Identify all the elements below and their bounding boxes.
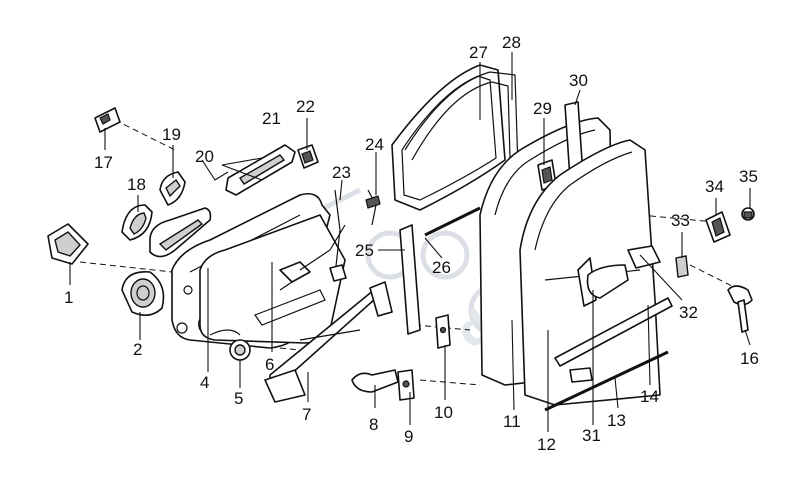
part-19-inner-handle	[159, 171, 186, 206]
part-1-mirror-base	[47, 223, 89, 265]
part-35-bolt	[741, 207, 755, 221]
label-part-24: 24	[365, 135, 384, 154]
part-14-side-molding	[554, 297, 673, 367]
label-part-28: 28	[502, 33, 521, 52]
part-13-lower-seal	[544, 350, 669, 412]
part-21-trim-strip	[225, 144, 296, 196]
part-16-key-cylinder	[727, 285, 753, 333]
label-part-31: 31	[582, 426, 601, 445]
part-9-striker	[397, 369, 415, 401]
label-part-10: 10	[434, 403, 453, 422]
label-part-16: 16	[740, 349, 759, 368]
part-number-labels: 1 2 4 5 6 7 8 9 10 11 12 13 14 16 17 18 …	[64, 33, 759, 454]
part-7-window-regulator	[264, 281, 393, 403]
label-part-13: 13	[607, 411, 626, 430]
label-part-17: 17	[94, 153, 113, 172]
part-25-glass-channel	[399, 224, 421, 335]
label-part-23: 23	[332, 163, 351, 182]
label-part-25: 25	[355, 241, 374, 260]
part-5-crank-knob	[229, 339, 251, 361]
part-20-armrest	[149, 207, 212, 258]
label-part-30: 30	[569, 71, 588, 90]
label-part-18: 18	[127, 175, 146, 194]
label-part-20: 20	[195, 147, 214, 166]
label-part-26: 26	[432, 258, 451, 277]
label-part-14: 14	[640, 387, 659, 406]
label-part-19: 19	[162, 125, 181, 144]
label-part-12: 12	[537, 435, 556, 454]
part-24-small-rod	[365, 189, 381, 226]
label-part-8: 8	[369, 415, 378, 434]
part-8-check-strap	[351, 369, 399, 393]
label-part-7: 7	[302, 405, 311, 424]
part-28-frame-seal	[404, 71, 521, 231]
label-part-35: 35	[739, 167, 758, 186]
label-part-9: 9	[404, 427, 413, 446]
label-part-22: 22	[296, 97, 315, 116]
label-part-2: 2	[133, 340, 142, 359]
part-10-hinge	[435, 314, 451, 349]
part-33-plug	[675, 255, 689, 278]
label-part-34: 34	[705, 177, 724, 196]
label-part-4: 4	[200, 373, 209, 392]
part-22-switch	[297, 144, 319, 169]
label-part-1: 1	[64, 288, 73, 307]
part-18-handle-cup	[121, 204, 153, 241]
label-part-32: 32	[679, 303, 698, 322]
label-part-5: 5	[234, 389, 243, 408]
part-32-check-plate	[586, 245, 661, 299]
part-23-rod-linkage	[329, 189, 347, 282]
label-part-21: 21	[262, 109, 281, 128]
part-27-window-glass	[391, 64, 506, 211]
label-part-27: 27	[469, 43, 488, 62]
part-26-lower-seal	[424, 206, 481, 237]
label-part-29: 29	[533, 99, 552, 118]
label-part-33: 33	[671, 211, 690, 230]
part-34-lock-housing	[705, 211, 731, 243]
label-part-11: 11	[503, 412, 521, 431]
part-17-clip	[94, 107, 121, 133]
part-2-speaker-grille	[121, 271, 165, 316]
label-part-6: 6	[265, 355, 274, 374]
leader-lines	[69, 52, 751, 432]
